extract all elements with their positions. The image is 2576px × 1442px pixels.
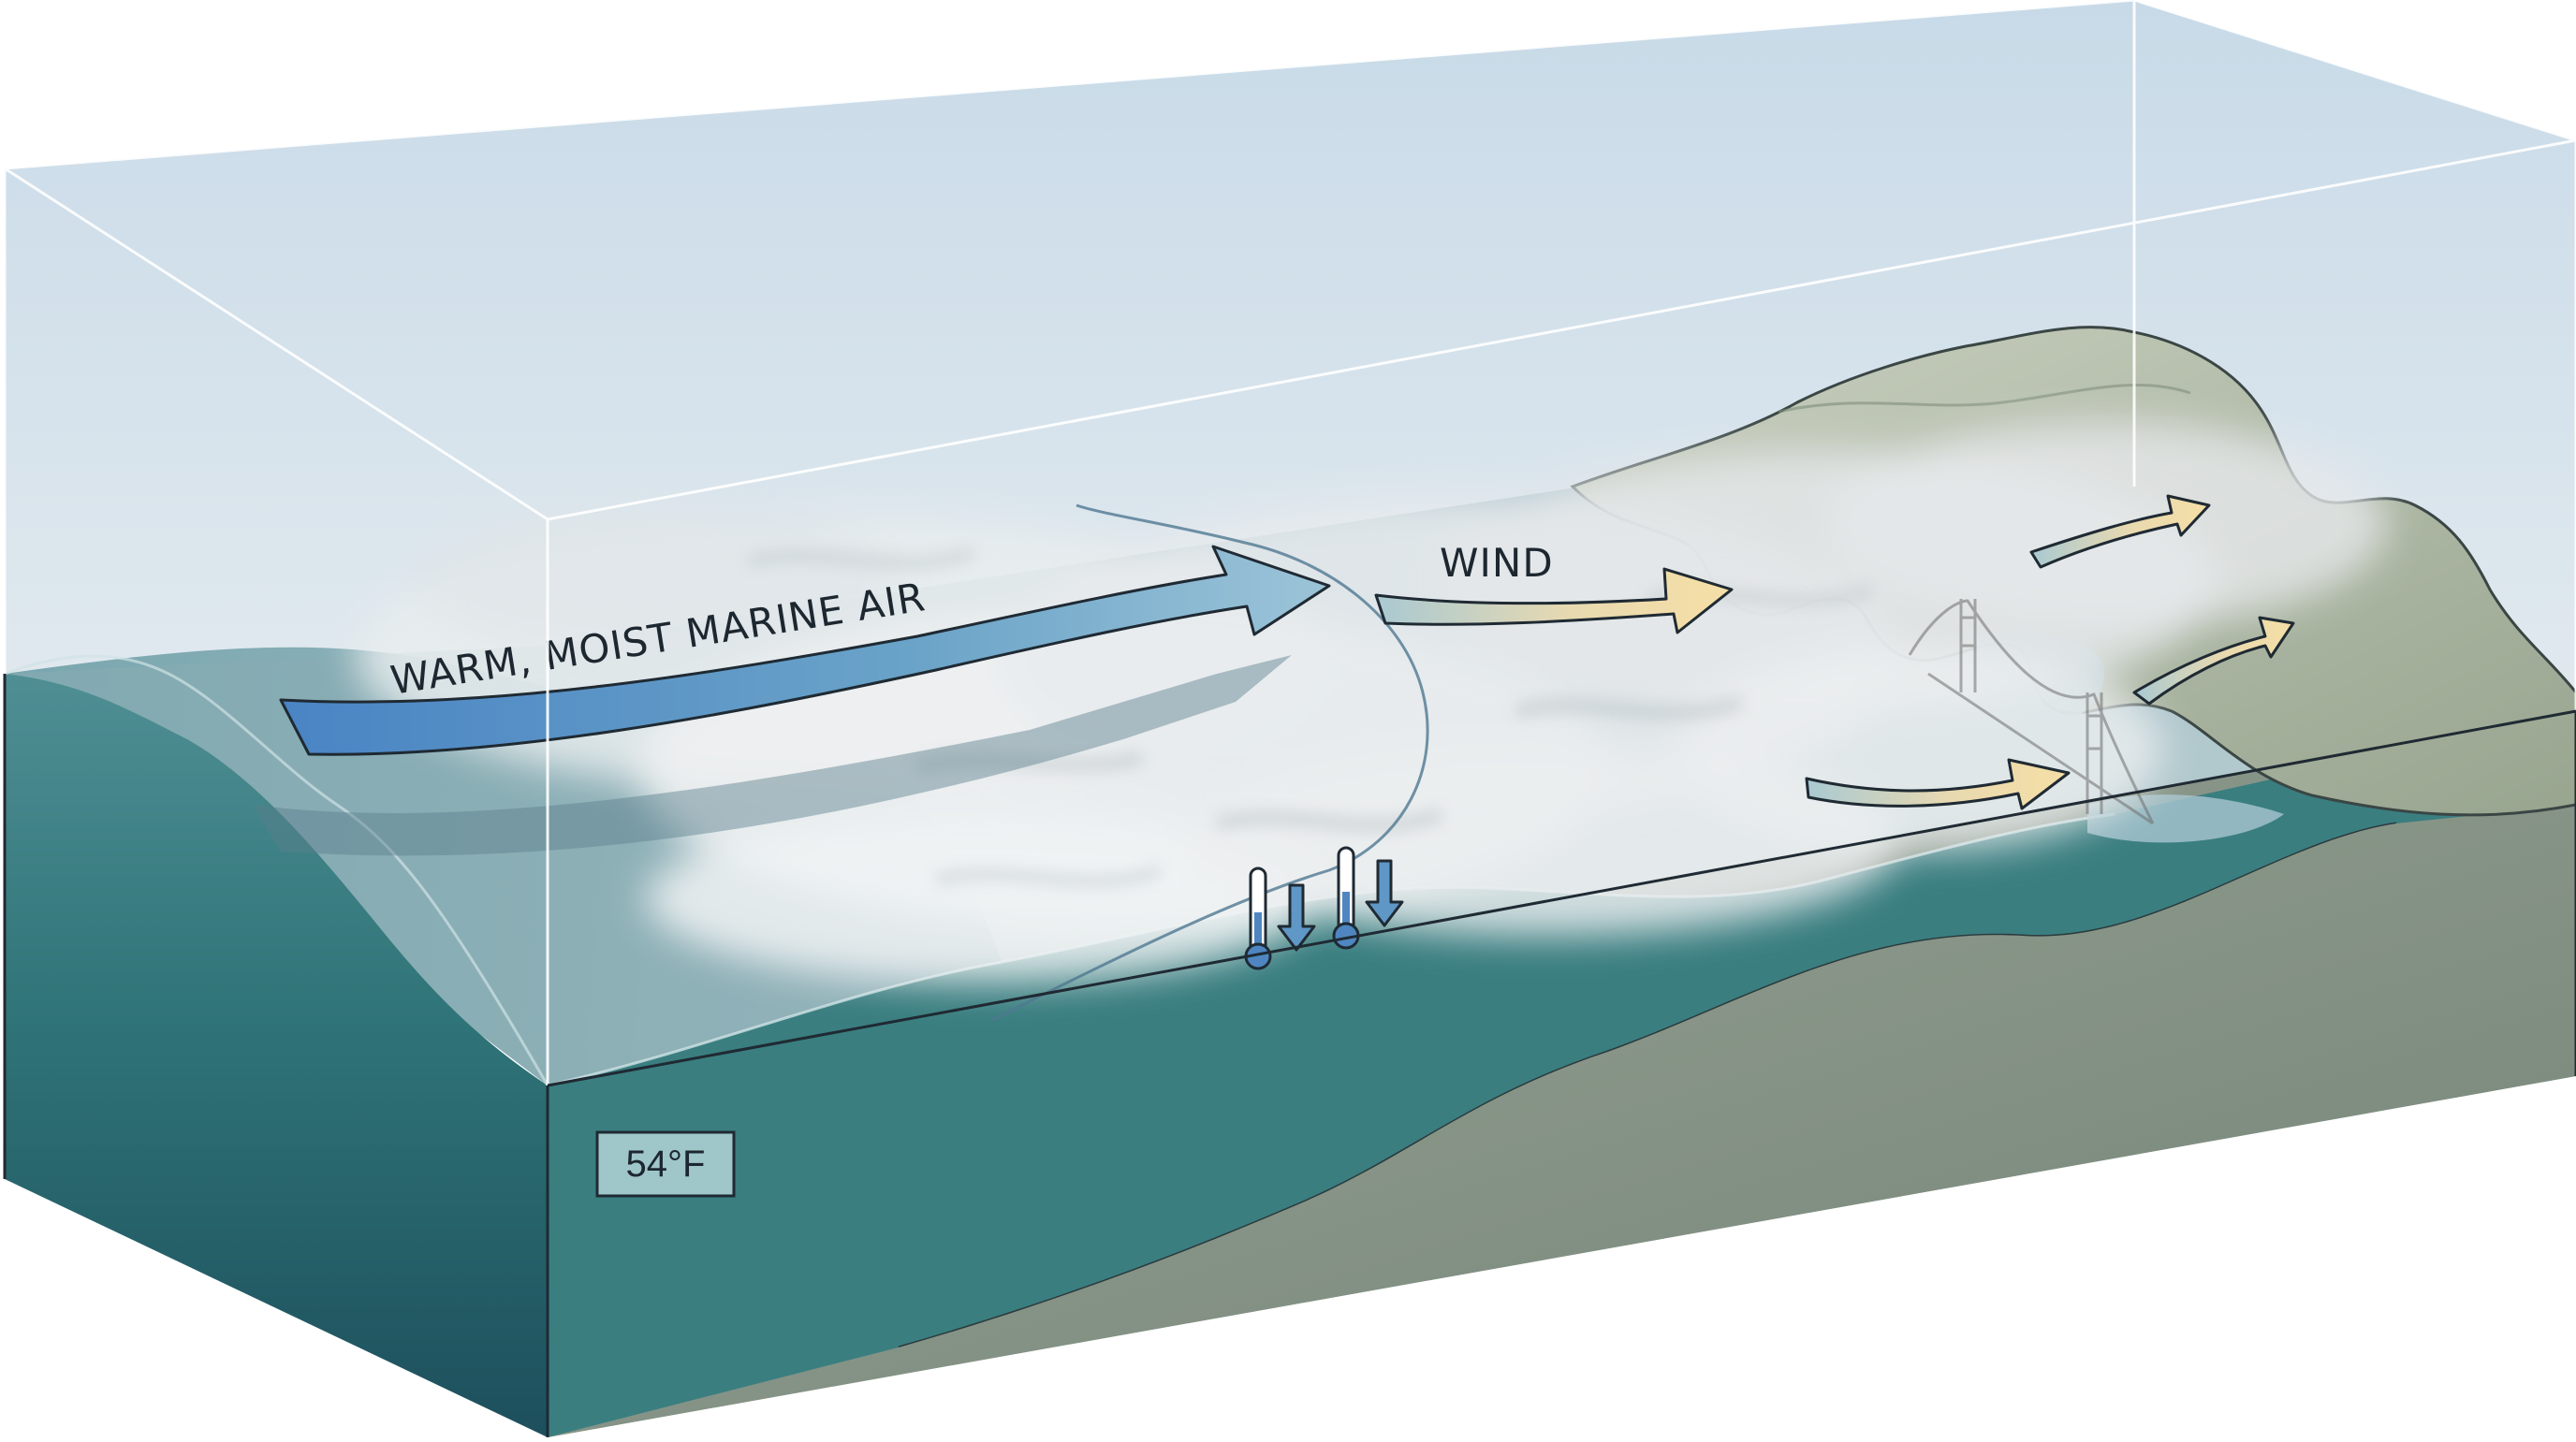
inland-wind-arrow-2 — [2029, 494, 2211, 569]
water-temperature-box — [595, 1130, 736, 1198]
water-temperature-label: 54°F — [626, 1143, 706, 1185]
ocean-front-face — [5, 674, 548, 1437]
front-waterline — [4, 654, 549, 1086]
wind-label: WIND — [1440, 540, 1554, 586]
wind-arrow — [1374, 567, 1734, 634]
down-arrow-icon — [1277, 883, 1316, 952]
ocean-side-face — [548, 711, 2576, 1437]
box-outline — [3, 674, 2576, 1437]
thermometer-icon — [1332, 846, 1360, 950]
thermometer-icon — [1244, 867, 1272, 970]
inland-wind-arrow-3 — [2132, 616, 2295, 706]
flow-arrow-shadow — [253, 655, 1292, 856]
glass-box-edges — [3, 0, 2576, 1085]
inland-wind-arrow-1 — [1805, 758, 2071, 810]
inner-bay-water — [2087, 794, 2284, 843]
golden-gate-bridge-icon — [1908, 599, 2155, 825]
down-arrow-icon — [1365, 859, 1404, 927]
seabed-fill — [548, 805, 2576, 1437]
marine-air-arrow — [279, 545, 1331, 756]
cooling-boundary-line — [991, 503, 1429, 1022]
seabed-profile — [898, 822, 2397, 1349]
